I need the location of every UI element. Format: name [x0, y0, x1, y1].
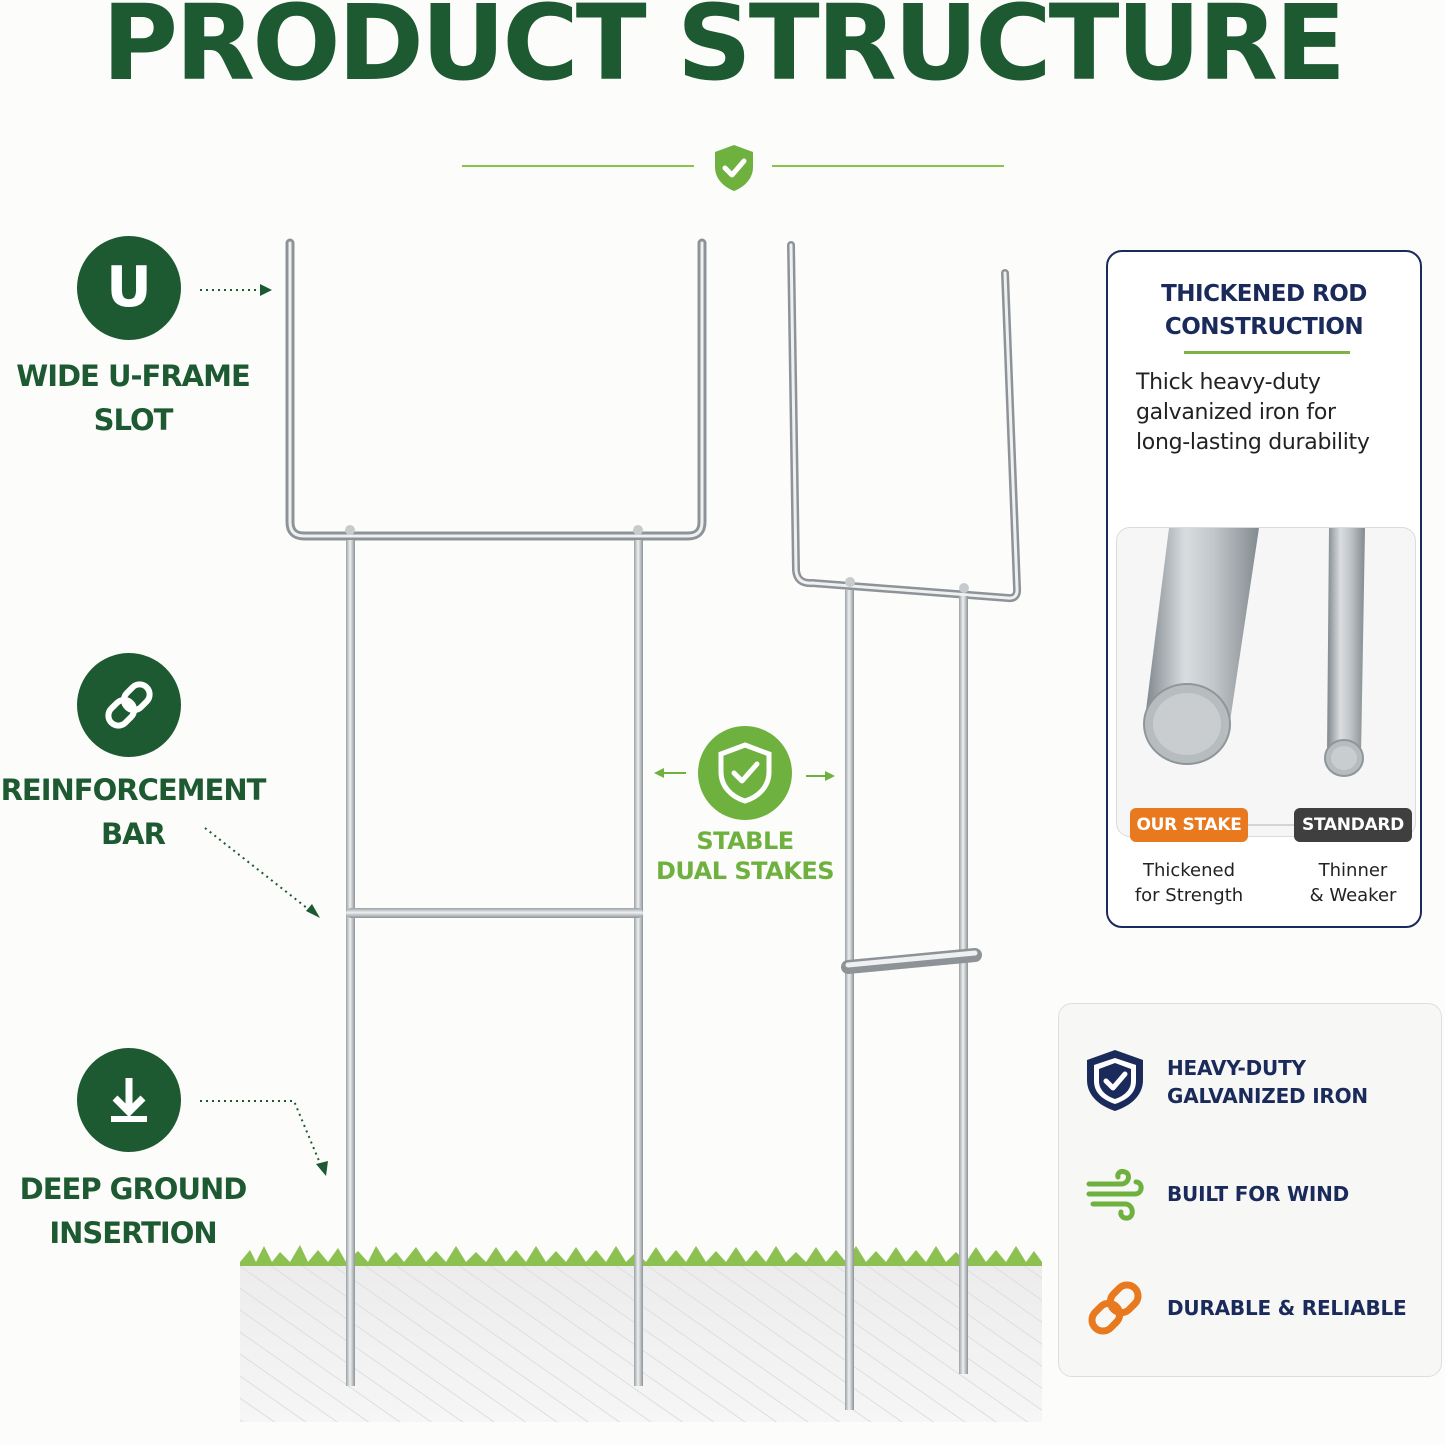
- our-stake-pill: OUR STAKE: [1130, 808, 1248, 842]
- card-description: Thick heavy-duty galvanized iron for lon…: [1136, 368, 1416, 458]
- standard-pill: STANDARD: [1294, 808, 1412, 842]
- card-title-line: CONSTRUCTION: [1164, 314, 1364, 340]
- feature-label-deep-ground: DEEP GROUND INSERTION: [0, 1167, 268, 1255]
- divider-right: [772, 165, 1004, 167]
- card-description-line: Thick heavy-duty: [1136, 370, 1321, 395]
- chain-link-icon: [1088, 1281, 1142, 1335]
- thin-rod: [1324, 528, 1365, 777]
- caption-line: for Strength: [1134, 885, 1244, 906]
- caption-line: & Weaker: [1309, 885, 1397, 906]
- stable-label: STABLE DUAL STAKES: [640, 826, 850, 886]
- chain-link-icon: [77, 653, 181, 757]
- u-letter-icon: U: [77, 236, 181, 340]
- page-title: PRODUCT STRUCTURE: [101, 0, 1346, 104]
- our-stake-caption: Thickened for Strength: [1114, 858, 1264, 908]
- front-stake: [285, 238, 707, 1386]
- feature-label-u-frame: WIDE U-FRAME SLOT: [0, 354, 268, 442]
- feature-label-line: INSERTION: [49, 1216, 217, 1250]
- feature-label-line: REINFORCEMENT: [0, 773, 267, 807]
- caption-line: Thickened: [1142, 860, 1236, 881]
- feature-label-reinforcement: REINFORCEMENT BAR: [0, 768, 268, 856]
- pill-connector: [1248, 824, 1296, 826]
- feature-label-line: DEEP GROUND: [19, 1172, 248, 1206]
- card-title: THICKENED ROD CONSTRUCTION: [1108, 278, 1420, 344]
- benefits-card: HEAVY-DUTY GALVANIZED IRON BUILT FOR WIN…: [1058, 1003, 1442, 1377]
- stable-shield-badge: [698, 726, 792, 820]
- stable-label-line: STABLE: [696, 827, 794, 855]
- side-stake: [787, 241, 1022, 1410]
- card-divider: [1184, 351, 1350, 354]
- wind-icon: [1086, 1169, 1144, 1221]
- shield-check-icon: [1087, 1050, 1143, 1111]
- leader-arrowheads: [260, 284, 328, 1176]
- benefit-label-line: BUILT FOR WIND: [1167, 1182, 1350, 1206]
- thick-rod: [1143, 528, 1259, 765]
- card-description-line: long-lasting durability: [1136, 430, 1370, 455]
- benefit-label-line: GALVANIZED IRON: [1167, 1084, 1368, 1108]
- arrow-right-icon: [825, 771, 835, 781]
- card-title-line: THICKENED ROD: [1161, 281, 1367, 307]
- feature-label-line: SLOT: [93, 403, 174, 437]
- shield-check-icon: [715, 145, 753, 191]
- stable-label-line: DUAL STAKES: [655, 857, 835, 885]
- ground: [240, 1245, 1042, 1422]
- feature-label-line: BAR: [101, 817, 166, 851]
- benefit-label-line: HEAVY-DUTY: [1167, 1056, 1306, 1080]
- benefit-label-wind: BUILT FOR WIND: [1167, 1180, 1437, 1208]
- thickened-rod-card: THICKENED ROD CONSTRUCTION Thick heavy-d…: [1106, 250, 1422, 928]
- caption-line: Thinner: [1318, 860, 1388, 881]
- standard-caption: Thinner & Weaker: [1278, 858, 1428, 908]
- rod-comparison-image: [1116, 527, 1416, 837]
- arrow-left-icon: [654, 768, 664, 778]
- leader-lines: [200, 289, 323, 1169]
- benefit-label-line: DURABLE & RELIABLE: [1167, 1296, 1407, 1320]
- feature-label-line: WIDE U-FRAME: [16, 359, 251, 393]
- card-description-line: galvanized iron for: [1136, 400, 1336, 425]
- download-arrow-icon: [77, 1048, 181, 1152]
- benefit-label-durable: DURABLE & RELIABLE: [1167, 1294, 1437, 1322]
- benefit-label-galvanized: HEAVY-DUTY GALVANIZED IRON: [1167, 1054, 1437, 1110]
- divider-left: [462, 165, 694, 167]
- u-glyph: U: [106, 255, 152, 320]
- shield-check-icon: [718, 742, 772, 804]
